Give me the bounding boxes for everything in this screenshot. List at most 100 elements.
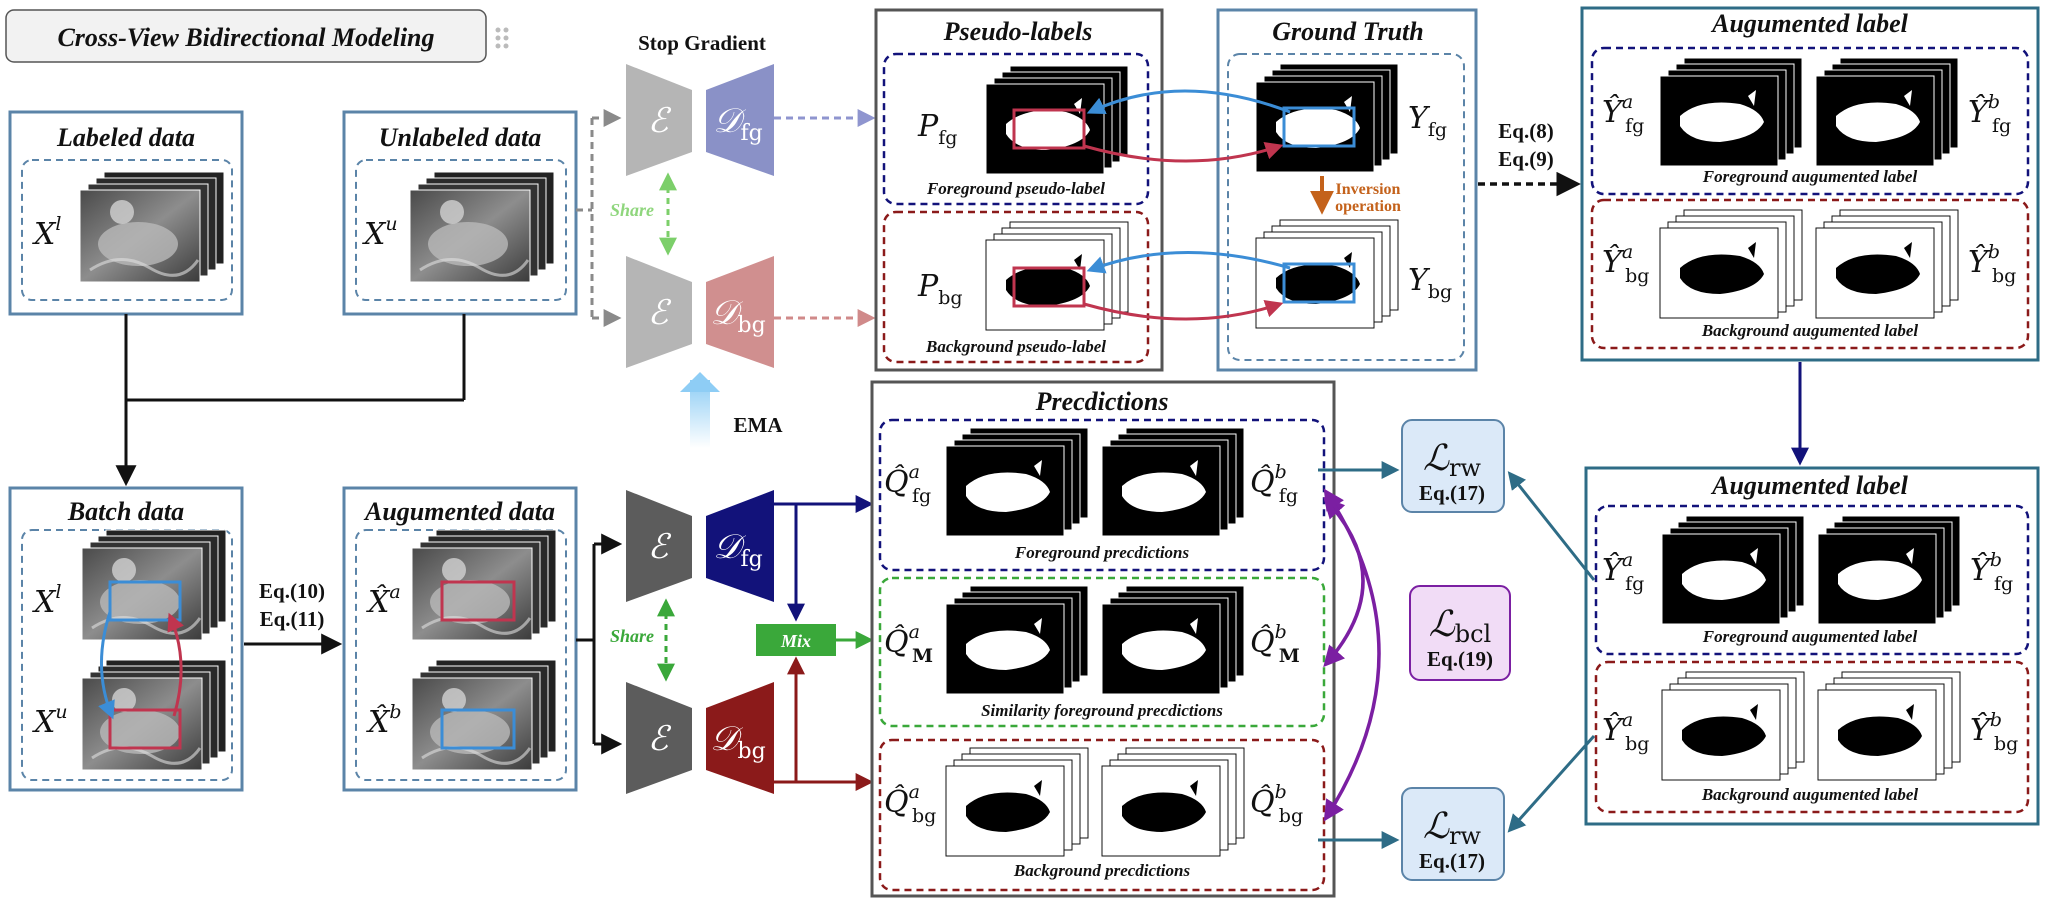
batch-ct-stack-l bbox=[80, 528, 228, 642]
pred-mix-mask-b bbox=[1101, 585, 1245, 695]
batch-data-panel: Batch data Xl Xu bbox=[8, 486, 244, 792]
pred-mix-caption: Similarity foreground precdictions bbox=[981, 701, 1223, 720]
pseudo-bg-caption: Background pseudo-label bbox=[925, 337, 1106, 356]
aug-ct-stack-b bbox=[410, 658, 558, 772]
student-decoder-bg bbox=[706, 682, 774, 794]
loss-bcl-eq: Eq.(19) bbox=[1427, 647, 1493, 671]
student-encoder-fg bbox=[626, 490, 692, 602]
eq-11-label: Eq.(11) bbox=[260, 607, 325, 631]
pseudo-fg-symbol: Pfg bbox=[917, 109, 957, 149]
aug-top-fg-mask-a bbox=[1659, 57, 1803, 167]
unlabeled-data-panel: Unlabeled data Xu bbox=[342, 110, 578, 316]
loss-rw-bottom: ℒrw Eq.(17) bbox=[1401, 787, 1505, 881]
ground-truth-title: Ground Truth bbox=[1272, 17, 1424, 46]
aug-var-a: X̂a bbox=[366, 581, 401, 620]
teacher-share-label: Share bbox=[610, 200, 654, 220]
labeled-data-panel: Labeled data Xl bbox=[8, 110, 244, 316]
aug-to-student-arrows bbox=[576, 533, 623, 755]
svg-text:ℰ: ℰ bbox=[648, 719, 672, 759]
svg-text:ℰ: ℰ bbox=[648, 101, 672, 141]
svg-text:ℰ: ℰ bbox=[648, 293, 672, 333]
ema-label: EMA bbox=[734, 413, 784, 437]
gt-fg-symbol: Yfg bbox=[1408, 101, 1447, 141]
unlabeled-data-title: Unlabeled data bbox=[379, 123, 542, 152]
header: Cross-View Bidirectional Modeling bbox=[5, 9, 509, 63]
teacher-network: Stop Gradient ℰ 𝒟fg ℰ 𝒟bg Share EMA bbox=[610, 31, 876, 448]
gt-to-auglabel-arrow: Eq.(8) Eq.(9) bbox=[1478, 119, 1581, 197]
predictions-title: Precdictions bbox=[1035, 387, 1169, 416]
aug-top-fg-mask-b bbox=[1815, 57, 1959, 167]
unlabeled-to-teacher-arrows bbox=[576, 109, 622, 327]
loss-rw-bottom-eq: Eq.(17) bbox=[1419, 849, 1485, 873]
aug-var-b: X̂b bbox=[366, 701, 402, 740]
pseudo-labels-panel: Pseudo-labels Pfg Foreground pseudo-labe… bbox=[874, 8, 1164, 372]
pseudo-bg-mask bbox=[985, 221, 1129, 331]
aug-top-fg-caption: Foreground augumented label bbox=[1702, 167, 1918, 186]
pred-bg-caption: Background precdictions bbox=[1013, 861, 1191, 880]
aug-label-top-title: Augumented label bbox=[1710, 9, 1909, 38]
aug-label-bottom-title: Augumented label bbox=[1710, 471, 1909, 500]
eq-10-label: Eq.(10) bbox=[259, 579, 325, 603]
ema-arrow-shaft bbox=[690, 380, 710, 448]
unlabeled-ct-stack bbox=[408, 170, 556, 284]
loss-bcl: ℒbcl Eq.(19) bbox=[1409, 585, 1511, 681]
loss-rw-top: ℒrw Eq.(17) bbox=[1401, 419, 1505, 513]
student-encoder-bg bbox=[626, 682, 692, 794]
drag-dots-icon[interactable] bbox=[495, 27, 509, 49]
svg-text:ℒrw: ℒrw bbox=[1423, 438, 1481, 482]
aug-top-bg-mask-b bbox=[1815, 209, 1959, 319]
teacher-encoder-fg bbox=[626, 64, 692, 176]
ema-arrow-head bbox=[680, 372, 720, 392]
pseudo-gt-arrows bbox=[1083, 89, 1291, 321]
student-decoder-fg bbox=[706, 490, 774, 602]
pred-fg-mask-a bbox=[945, 427, 1089, 537]
aug-bot-bg-caption: Background augumented label bbox=[1701, 785, 1919, 804]
pred-fg-caption: Foreground precdictions bbox=[1014, 543, 1190, 562]
pred-bg-mask-b bbox=[1101, 747, 1245, 857]
aug-top-bg-caption: Background augumented label bbox=[1701, 321, 1919, 340]
mix-block bbox=[756, 624, 836, 656]
gt-fg-mask bbox=[1255, 63, 1399, 173]
aug-top-bg-mask-a bbox=[1659, 209, 1803, 319]
unlabeled-var: Xu bbox=[362, 213, 398, 252]
diagram-title: Cross-View Bidirectional Modeling bbox=[57, 23, 434, 52]
labeled-data-title: Labeled data bbox=[56, 123, 195, 152]
aug-bot-fg-mask-a bbox=[1661, 515, 1805, 625]
batch-merge-arrows bbox=[115, 314, 466, 487]
gt-bg-mask bbox=[1255, 219, 1399, 329]
aug-bot-fg-caption: Foreground augumented label bbox=[1702, 627, 1918, 646]
svg-text:ℒrw: ℒrw bbox=[1423, 806, 1481, 850]
pred-fg-mask-b bbox=[1101, 427, 1245, 537]
title-box bbox=[5, 9, 487, 63]
stop-gradient-label: Stop Gradient bbox=[638, 31, 766, 55]
mix-label: Mix bbox=[780, 631, 811, 651]
aug-bot-bg-mask-b bbox=[1817, 671, 1961, 781]
aug-bot-bg-mask-a bbox=[1661, 671, 1805, 781]
loss-arrows bbox=[1318, 461, 1596, 849]
pseudo-fg-caption: Foreground pseudo-label bbox=[926, 179, 1105, 198]
student-network: ℰ 𝒟fg ℰ 𝒟bg Share Mix bbox=[610, 490, 874, 794]
teacher-decoder-bg-label: 𝒟bg bbox=[710, 293, 765, 338]
eq-8-label: Eq.(8) bbox=[1498, 119, 1553, 143]
gt-bg-symbol: Ybg bbox=[1408, 263, 1452, 303]
loss-rw-top-eq: Eq.(17) bbox=[1419, 481, 1485, 505]
ground-truth-panel: Ground Truth Yfg Inversion operation Ybg bbox=[1216, 8, 1478, 372]
aug-eq-arrow: Eq.(10) Eq.(11) bbox=[244, 579, 343, 655]
